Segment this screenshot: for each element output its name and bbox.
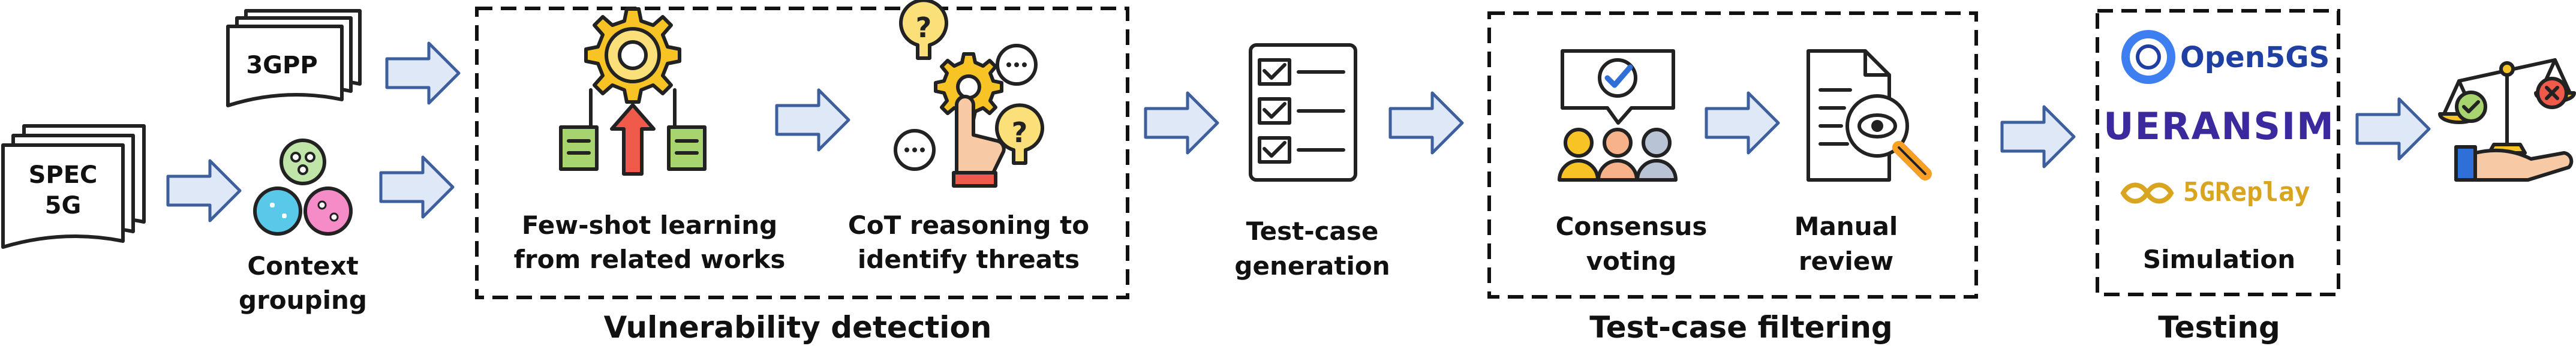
arrow-voting-to-review (1706, 93, 1778, 153)
manual-review-label-line2: review (1799, 246, 1893, 276)
open5gs-logo: Open5GS (2121, 30, 2329, 84)
cot-label-line1: CoT reasoning to (848, 210, 1089, 240)
context-grouping-icon (253, 139, 353, 236)
context-grouping-label-line1: Context (247, 251, 358, 281)
arrow-testing-to-judgment (2357, 99, 2429, 159)
test-case-generation-label-line1: Test-case (1246, 216, 1379, 246)
stage-label-vulnerability-detection: Vulnerability detection (604, 310, 992, 345)
stage-label-test-case-filtering: Test-case filtering (1589, 310, 1892, 345)
svg-text:5GReplay: 5GReplay (2183, 177, 2310, 207)
test-case-filtering-box (1487, 11, 1978, 299)
cot-label-line2: identify threats (858, 245, 1080, 274)
reasoning-hand-icon: ? ? (894, 0, 1044, 188)
arrow-grouping-to-detection (381, 157, 453, 217)
vulnerability-detection-box (475, 7, 1129, 299)
testing-box (2096, 9, 2340, 296)
3gpp-label: 3GPP (246, 52, 317, 79)
arrow-detection-to-generation (1146, 93, 1218, 153)
arrow-filtering-to-testing (2002, 107, 2074, 167)
stage-label-testing: Testing (2158, 310, 2280, 345)
svg-text:?: ? (1012, 116, 1028, 149)
ueransim-logo: UERANSIM (2103, 104, 2335, 148)
context-grouping-label-line2: grouping (239, 285, 367, 315)
few-shot-label-line1: Few-shot learning (522, 210, 777, 240)
svg-text:?: ? (916, 11, 932, 44)
test-case-generation-label-line2: generation (1234, 251, 1390, 281)
spec-5g-document-stack-icon: SPEC 5G (1, 124, 146, 249)
checklist-icon (1249, 43, 1357, 182)
consensus-voting-label-line2: voting (1586, 246, 1677, 276)
arrow-3gpp-to-detection (387, 43, 459, 103)
manual-review-label-line1: Manual (1795, 212, 1898, 241)
consensus-voting-icon (1558, 49, 1678, 182)
5greplay-logo: 5GReplay (2120, 177, 2310, 207)
svg-text:Open5GS: Open5GS (2180, 41, 2329, 74)
few-shot-label-line2: from related works (514, 245, 786, 274)
gear-flowchart-icon (559, 7, 707, 176)
document-magnifier-icon (1806, 49, 1932, 182)
consensus-voting-label-line1: Consensus (1556, 212, 1708, 241)
arrow-spec-to-grouping (168, 161, 240, 221)
spec-label: SPEC (29, 161, 98, 189)
arrow-generation-to-filtering (1390, 93, 1462, 153)
5g-label: 5G (45, 192, 82, 219)
balance-scale-hand-icon (2438, 58, 2576, 182)
arrow-fewshot-to-cot (777, 90, 849, 150)
3gpp-document-stack-icon: 3GPP (226, 9, 362, 107)
simulation-label: Simulation (2143, 245, 2295, 274)
